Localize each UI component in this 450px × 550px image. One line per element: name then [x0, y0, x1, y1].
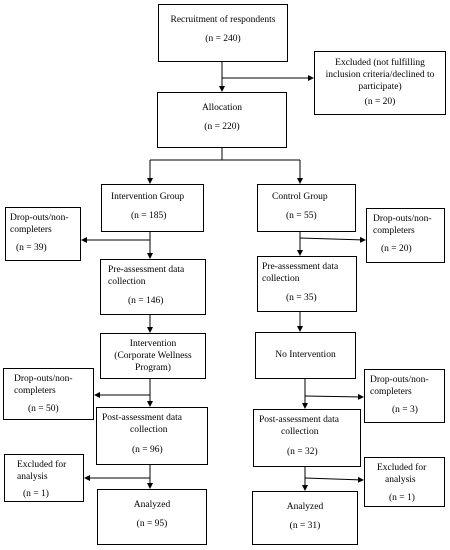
- recruitment-n: (n = 240): [205, 34, 241, 45]
- dropouts-line: completers: [10, 225, 52, 236]
- excluded-analysis-n: (n = 1): [23, 489, 49, 500]
- dropouts-box: Drop-outs/non- completers (n = 39): [5, 207, 81, 261]
- dropouts-line: completers: [14, 386, 56, 397]
- dropouts-line: completers: [373, 226, 415, 237]
- dropouts-line: Drop-outs/non-: [10, 213, 69, 223]
- pre-assessment-line: Pre-assessment data: [108, 265, 185, 275]
- excluded-analysis-box: Excluded for analysis (n = 1): [364, 457, 445, 507]
- intervention-group-title: Intervention Group: [111, 192, 185, 202]
- arrow-to-dropouts-ctrl-1: [299, 236, 366, 243]
- dropouts-line: Drop-outs/non-: [373, 214, 432, 224]
- intervention-group-box: Intervention Group (n = 185): [101, 184, 204, 232]
- allocation-n: (n = 220): [204, 122, 240, 133]
- allocation-box: Allocation (n = 220): [157, 92, 287, 148]
- post-assessment-line: Post-assessment data: [259, 415, 339, 425]
- excluded-line: Excluded (not fulfilling: [335, 58, 425, 68]
- excluded-line: participate): [358, 82, 402, 93]
- pre-assessment-box: Pre-assessment data collection (n = 146): [100, 259, 206, 315]
- post-assessment-line: collection: [281, 427, 319, 438]
- dropouts-n: (n = 20): [381, 244, 412, 255]
- pre-assessment-line: collection: [262, 274, 300, 285]
- dropouts-box: Drop-outs/non- completers (n = 20): [366, 208, 445, 263]
- analyzed-box: Analyzed (n = 31): [252, 491, 358, 545]
- no-intervention-box: No Intervention: [255, 332, 356, 379]
- analyzed-title: Analyzed: [286, 502, 324, 512]
- dropouts-line: Drop-outs/non-: [14, 374, 73, 384]
- dropouts-box: Drop-outs/non- completers (n = 50): [3, 368, 94, 420]
- intervention-group-n: (n = 185): [131, 211, 167, 222]
- dropouts-n: (n = 3): [392, 405, 418, 416]
- no-intervention-title: No Intervention: [275, 350, 336, 360]
- post-assessment-n: (n = 32): [287, 447, 318, 458]
- excluded-n: (n = 20): [364, 97, 396, 108]
- pre-assessment-line: Pre-assessment data: [262, 262, 339, 272]
- dropouts-n: (n = 39): [16, 243, 47, 254]
- excluded-analysis-line: Excluded for: [377, 463, 427, 473]
- intervention-line: (Corporate Wellness: [114, 351, 192, 362]
- post-assessment-line: Post-assessment data: [102, 413, 182, 423]
- excluded-analysis-line: Excluded for: [17, 460, 67, 470]
- intervention-box: Intervention (Corporate Wellness Program…: [100, 333, 206, 379]
- arrow-to-dropouts-ctrl-2: [304, 393, 364, 400]
- pre-assessment-box: Pre-assessment data collection (n = 35): [257, 256, 357, 312]
- control-group-title: Control Group: [272, 192, 328, 202]
- excluded-analysis-line: analysis: [385, 475, 416, 486]
- allocation-title: Allocation: [201, 103, 243, 113]
- post-assessment-line: collection: [130, 425, 168, 436]
- control-group-n: (n = 55): [286, 211, 317, 222]
- dropouts-line: Drop-outs/non-: [370, 375, 429, 385]
- excluded-analysis-box: Excluded for analysis (n = 1): [4, 454, 84, 502]
- recruitment-box: Recruitment of respondents (n = 240): [158, 4, 288, 62]
- control-group-box: Control Group (n = 55): [257, 184, 356, 232]
- excluded-box: Excluded (not fulfilling inclusion crite…: [314, 51, 446, 115]
- analyzed-title: Analyzed: [133, 500, 171, 510]
- analyzed-n: (n = 31): [289, 521, 321, 532]
- post-assessment-n: (n = 96): [132, 445, 163, 456]
- post-assessment-box: Post-assessment data collection (n = 96): [96, 407, 208, 465]
- dropouts-box: Drop-outs/non- completers (n = 3): [364, 369, 445, 423]
- pre-assessment-n: (n = 146): [128, 296, 164, 307]
- recruitment-title: Recruitment of respondents: [170, 15, 276, 25]
- arrow-to-excluded-ctrl: [304, 476, 364, 483]
- excluded-analysis-n: (n = 1): [389, 493, 415, 504]
- analyzed-box: Analyzed (n = 95): [97, 489, 207, 545]
- dropouts-n: (n = 50): [28, 404, 59, 415]
- intervention-line: Intervention: [129, 339, 177, 349]
- excluded-analysis-line: analysis: [17, 472, 48, 483]
- dropouts-line: completers: [370, 387, 412, 398]
- excluded-line: inclusion criteria/declined to: [325, 70, 435, 81]
- pre-assessment-n: (n = 35): [286, 293, 317, 304]
- analyzed-n: (n = 95): [136, 519, 168, 530]
- intervention-line: Program): [135, 363, 171, 374]
- pre-assessment-line: collection: [108, 277, 146, 288]
- post-assessment-box: Post-assessment data collection (n = 32): [253, 409, 361, 467]
